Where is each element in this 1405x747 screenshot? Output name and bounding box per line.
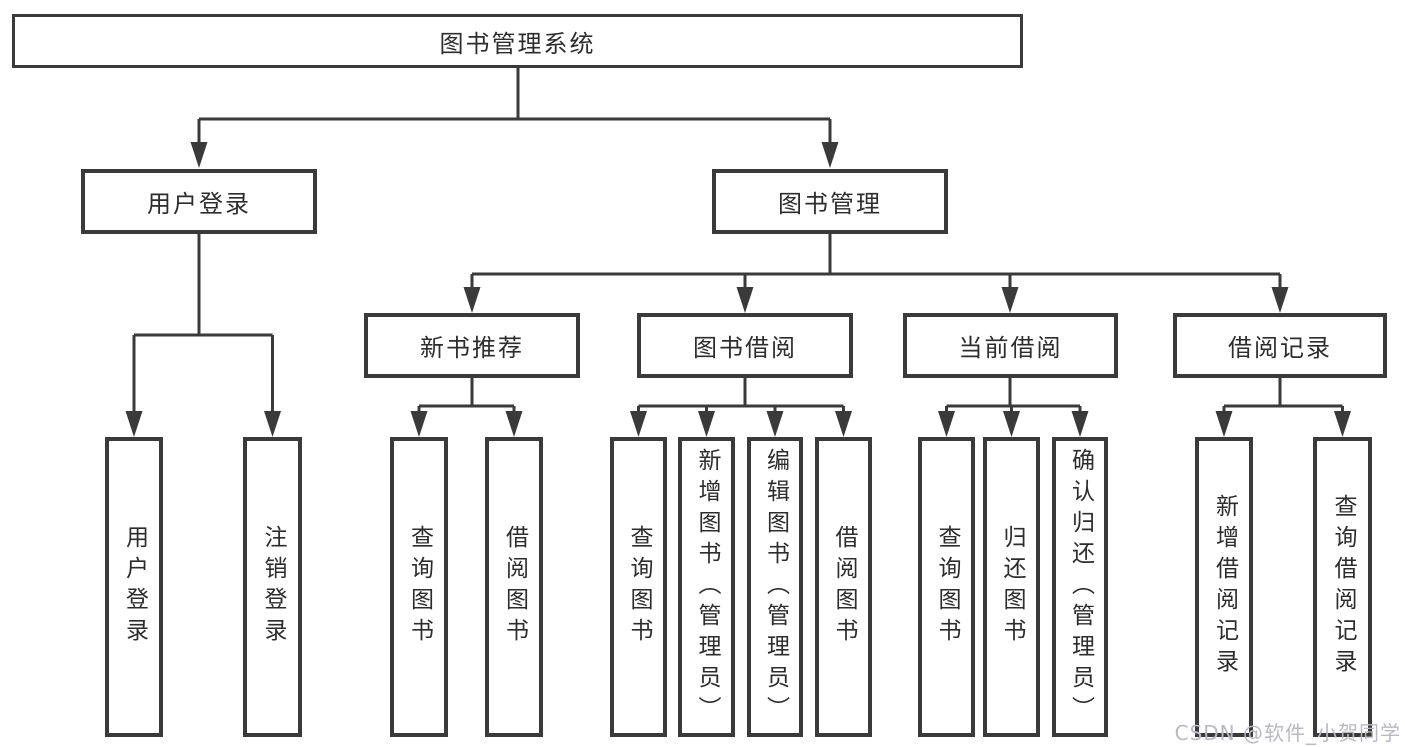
- leaf-recommend-query-books: 查询图书: [390, 437, 448, 737]
- leaf-recommend-borrow-books: 借阅图书: [485, 437, 543, 737]
- arrowhead-icon: [190, 142, 208, 168]
- leaf-borrowing-borrow-books: 借阅图书: [815, 437, 872, 737]
- leaf-user-login-label: 用户登录: [121, 525, 148, 649]
- leaf-recommend-borrow-books-label: 借阅图书: [501, 525, 528, 649]
- arrowhead-icon: [766, 411, 784, 437]
- node-book-borrowing: 图书借阅: [637, 313, 853, 378]
- leaf-recommend-query-books-label: 查询图书: [406, 525, 433, 649]
- leaf-current-confirm-return-admin: 确认归还（管理员）: [1052, 437, 1108, 737]
- node-borrowing-records: 借阅记录: [1173, 313, 1387, 378]
- leaf-current-confirm-return-admin-label: 确认归还（管理员）: [1067, 447, 1094, 727]
- leaf-logout: 注销登录: [243, 437, 302, 737]
- leaf-borrowing-borrow-books-label: 借阅图书: [831, 525, 857, 649]
- arrowhead-icon: [938, 411, 955, 437]
- node-user-login: 用户登录: [81, 169, 317, 234]
- leaf-borrowing-edit-books-admin: 编辑图书（管理员）: [747, 437, 803, 737]
- leaf-logout-label: 注销登录: [260, 525, 286, 649]
- arrowhead-icon: [630, 411, 647, 437]
- arrowhead-icon: [505, 411, 523, 437]
- leaf-borrowing-add-books-admin-label: 新增图书（管理员）: [694, 447, 720, 727]
- node-book-management: 图书管理: [712, 169, 948, 234]
- arrowhead-icon: [1001, 287, 1019, 313]
- leaf-current-return-books: 归还图书: [983, 437, 1040, 737]
- leaf-user-login: 用户登录: [105, 437, 163, 737]
- arrowhead-icon: [410, 411, 428, 437]
- arrowhead-icon: [835, 411, 852, 437]
- node-library-management-system: 图书管理系统: [12, 14, 1023, 68]
- leaf-records-query-borrow-record: 查询借阅记录: [1313, 437, 1372, 737]
- arrowhead-icon: [463, 287, 481, 313]
- node-new-book-recommendation: 新书推荐: [364, 313, 580, 378]
- arrowhead-icon: [264, 411, 281, 437]
- arrowhead-icon: [1003, 411, 1020, 437]
- leaf-records-add-borrow-record-label: 新增借阅记录: [1211, 494, 1238, 680]
- leaf-records-query-borrow-record-label: 查询借阅记录: [1330, 494, 1356, 680]
- node-current-borrowing: 当前借阅: [903, 313, 1118, 378]
- arrowhead-icon: [821, 142, 839, 168]
- arrowhead-icon: [125, 411, 143, 437]
- arrowhead-icon: [1071, 411, 1089, 437]
- arrowhead-icon: [736, 287, 754, 313]
- leaf-records-add-borrow-record: 新增借阅记录: [1195, 437, 1253, 737]
- leaf-borrowing-edit-books-admin-label: 编辑图书（管理员）: [762, 447, 789, 727]
- watermark-text: CSDN @软件_小贺同学: [1174, 721, 1401, 745]
- arrowhead-icon: [1215, 411, 1233, 437]
- leaf-borrowing-query-books: 查询图书: [610, 437, 667, 737]
- leaf-borrowing-add-books-admin: 新增图书（管理员）: [678, 437, 735, 737]
- leaf-current-return-books-label: 归还图书: [999, 525, 1025, 649]
- arrowhead-icon: [1271, 287, 1289, 313]
- leaf-current-query-books: 查询图书: [918, 437, 975, 737]
- arrowhead-icon: [1334, 411, 1351, 437]
- leaf-borrowing-query-books-label: 查询图书: [626, 525, 652, 649]
- arrowhead-icon: [698, 411, 715, 437]
- leaf-current-query-books-label: 查询图书: [934, 525, 960, 649]
